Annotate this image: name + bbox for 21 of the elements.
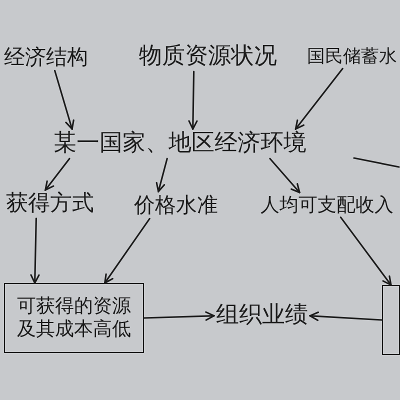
arrow: [143, 311, 215, 321]
arrow: [309, 311, 383, 322]
node-text: 人均可支配收入: [258, 192, 396, 218]
arrow: [44, 158, 70, 191]
node-text: 国民储蓄水: [305, 45, 399, 69]
empty-box: [382, 285, 400, 355]
arrow: [294, 68, 344, 130]
arrow: [156, 158, 168, 192]
process-box: 可获得的资源及其成本高低: [4, 283, 144, 353]
node-text: 某一国家、地区经济环境: [52, 129, 308, 159]
node-text: 物质资源状况: [137, 42, 279, 72]
arrow: [104, 218, 150, 284]
arrow: [54, 70, 74, 130]
arrow: [188, 70, 198, 130]
arrow: [269, 158, 300, 194]
node-text: 组织业绩: [214, 301, 310, 331]
arrow: [30, 218, 40, 284]
node-text: 价格水准: [132, 192, 220, 219]
node-text: 经济结构: [2, 44, 90, 71]
arrow: [340, 216, 392, 286]
node-text: 获得方式: [4, 190, 96, 218]
